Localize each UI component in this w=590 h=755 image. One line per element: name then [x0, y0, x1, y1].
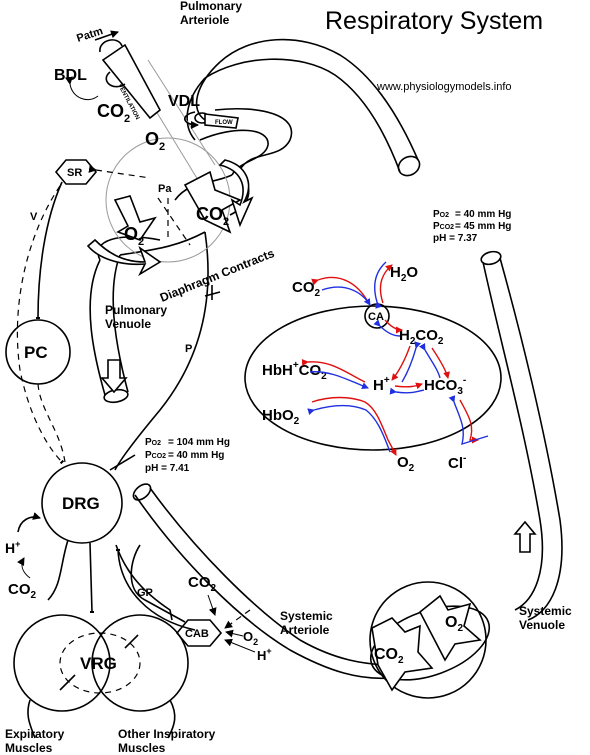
pulmonary-venuole-label-1: Pulmonary: [105, 303, 167, 317]
o2-lung-label: O2: [124, 224, 144, 248]
v-label: V: [30, 211, 38, 223]
drg-node: [41, 462, 123, 544]
venous-po2: = 40 mm Hg: [455, 209, 511, 220]
diaphragm-contracts-label: Diaphragm Contracts: [158, 246, 277, 305]
rbc-hco3: HCO3-: [424, 375, 466, 397]
rbc-ca: CA: [368, 311, 384, 323]
bdl-label: BDL: [54, 67, 87, 84]
pulmonary-arteriole-label-2: Arteriole: [180, 13, 230, 27]
patm-label: Patm: [75, 25, 104, 45]
other-inspiratory-muscles-label-1: Other Inspiratory: [118, 727, 216, 741]
drg-label: DRG: [62, 494, 100, 513]
rbc-cl: Cl-: [448, 453, 466, 472]
rbc-hbhco2: HbH+CO2: [262, 360, 327, 382]
source-url: www.physiologymodels.info: [376, 81, 512, 93]
lung-o2-arrow: [86, 195, 162, 277]
tissue-o2-label: O2: [445, 614, 463, 634]
pa-label: Pa: [158, 183, 172, 195]
venous-values: PO2 = 40 mm Hg PCO2 = 45 mm Hg pH = 7.37: [433, 209, 511, 244]
co2-alveolar-label: CO2: [97, 101, 130, 125]
rbc-hplus: H+: [373, 375, 390, 394]
rbc-h2o: H2O: [390, 264, 418, 284]
svg-text:PO2: PO2: [433, 209, 449, 220]
vrg-node: [13, 614, 189, 712]
expiratory-muscles-label-1: Expiratory: [5, 727, 65, 741]
gp-label: GP: [137, 587, 153, 599]
sr-hexagon: [54, 159, 98, 185]
cab-label: CAB: [185, 628, 209, 640]
vrg-label: VRG: [80, 654, 117, 673]
svg-text:PCO2: PCO2: [433, 221, 454, 232]
tissue-co2-label: CO2: [374, 646, 404, 666]
venous-ph: pH = 7.37: [433, 233, 478, 244]
co2-lung-label: CO2: [196, 204, 229, 228]
systemic-venuole-label-1: Systemic: [519, 604, 572, 618]
svg-text:PCO2: PCO2: [145, 450, 166, 461]
p-label: P: [185, 343, 192, 355]
systemic-venuole-label-2: Venuole: [519, 618, 565, 632]
lung-co2-arrow: [183, 159, 254, 234]
other-inspiratory-muscles-label-2: Muscles: [118, 741, 166, 755]
page-title: Respiratory System: [325, 7, 543, 35]
drg-co2-label: CO2: [8, 581, 37, 601]
pc-label: PC: [24, 343, 48, 362]
flow-label: FLOW: [215, 120, 233, 126]
tissue-o2-arrow: [418, 594, 482, 662]
cab-hplus-label: H+: [257, 646, 272, 663]
venous-pco2: = 45 mm Hg: [455, 221, 511, 232]
pulmonary-venuole-label-2: Venuole: [105, 317, 151, 331]
expiratory-muscles-label-2: Muscles: [5, 741, 53, 755]
vdl-label: VDL: [168, 93, 200, 110]
drg-hplus-label: H+: [5, 539, 20, 556]
cab-o2-label: O2: [243, 629, 258, 647]
rbc-o2: O2: [397, 454, 415, 474]
red-blood-cell: [244, 305, 502, 451]
cab-co2-label: CO2: [188, 574, 217, 594]
circulation-vessel: [89, 38, 563, 680]
arterial-ph: pH = 7.41: [145, 463, 190, 474]
rbc-co2: CO2: [292, 279, 321, 299]
arterial-values: PO2 = 104 mm Hg PCO2 = 40 mm Hg pH = 7.4…: [145, 437, 230, 474]
rbc-h2co3: H2CO2: [399, 327, 444, 347]
systemic-arteriole-label-1: Systemic: [280, 609, 333, 623]
rbc-hbo2: HbO2: [262, 407, 300, 427]
arterial-pco2: = 40 mm Hg: [168, 450, 224, 461]
rbc-reaction-arrows: [301, 261, 489, 456]
ventilation-arrow: [99, 39, 162, 120]
systemic-arteriole-label-2: Arteriole: [280, 623, 330, 637]
tissue-co2-arrow: [371, 617, 434, 692]
arterial-po2: = 104 mm Hg: [168, 437, 230, 448]
sr-label: SR: [67, 167, 82, 179]
pulmonary-arteriole-label-1: Pulmonary: [180, 0, 242, 13]
o2-alveolar-label: O2: [145, 129, 165, 153]
svg-text:PO2: PO2: [145, 437, 161, 448]
